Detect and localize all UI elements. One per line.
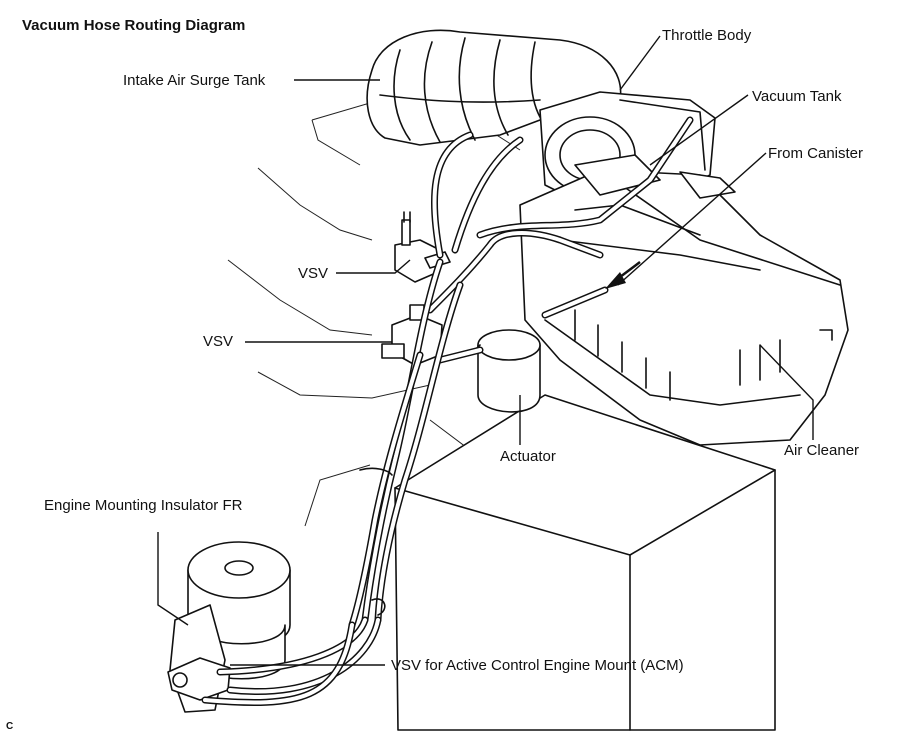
label-air-cleaner: Air Cleaner [784, 442, 860, 459]
diagram-title: Vacuum Hose Routing Diagram [22, 17, 246, 34]
label-vacuum-tank: Vacuum Tank [752, 88, 842, 105]
vsv-lower [381, 304, 443, 366]
leader-lines [157, 35, 814, 666]
vsv-acm [167, 657, 231, 701]
label-engine-mounting-insulator: Engine Mounting Insulator FR [44, 497, 243, 514]
label-vsv-lower: VSV [203, 333, 234, 350]
corner-mark: C [6, 721, 14, 732]
label-throttle-body: Throttle Body [662, 27, 752, 44]
label-vsv-upper: VSV [298, 265, 329, 282]
label-from-canister: From Canister [768, 145, 864, 162]
vacuum-hoses [201, 116, 694, 706]
label-vsv-acm: VSV for Active Control Engine Mount (ACM… [391, 657, 684, 674]
vsv-upper [394, 211, 451, 283]
label-actuator: Actuator [500, 448, 556, 465]
actuator [469, 329, 541, 413]
foreground-block [394, 394, 776, 731]
label-intake-air-surge-tank: Intake Air Surge Tank [123, 72, 266, 89]
canister-arrow [605, 261, 641, 289]
